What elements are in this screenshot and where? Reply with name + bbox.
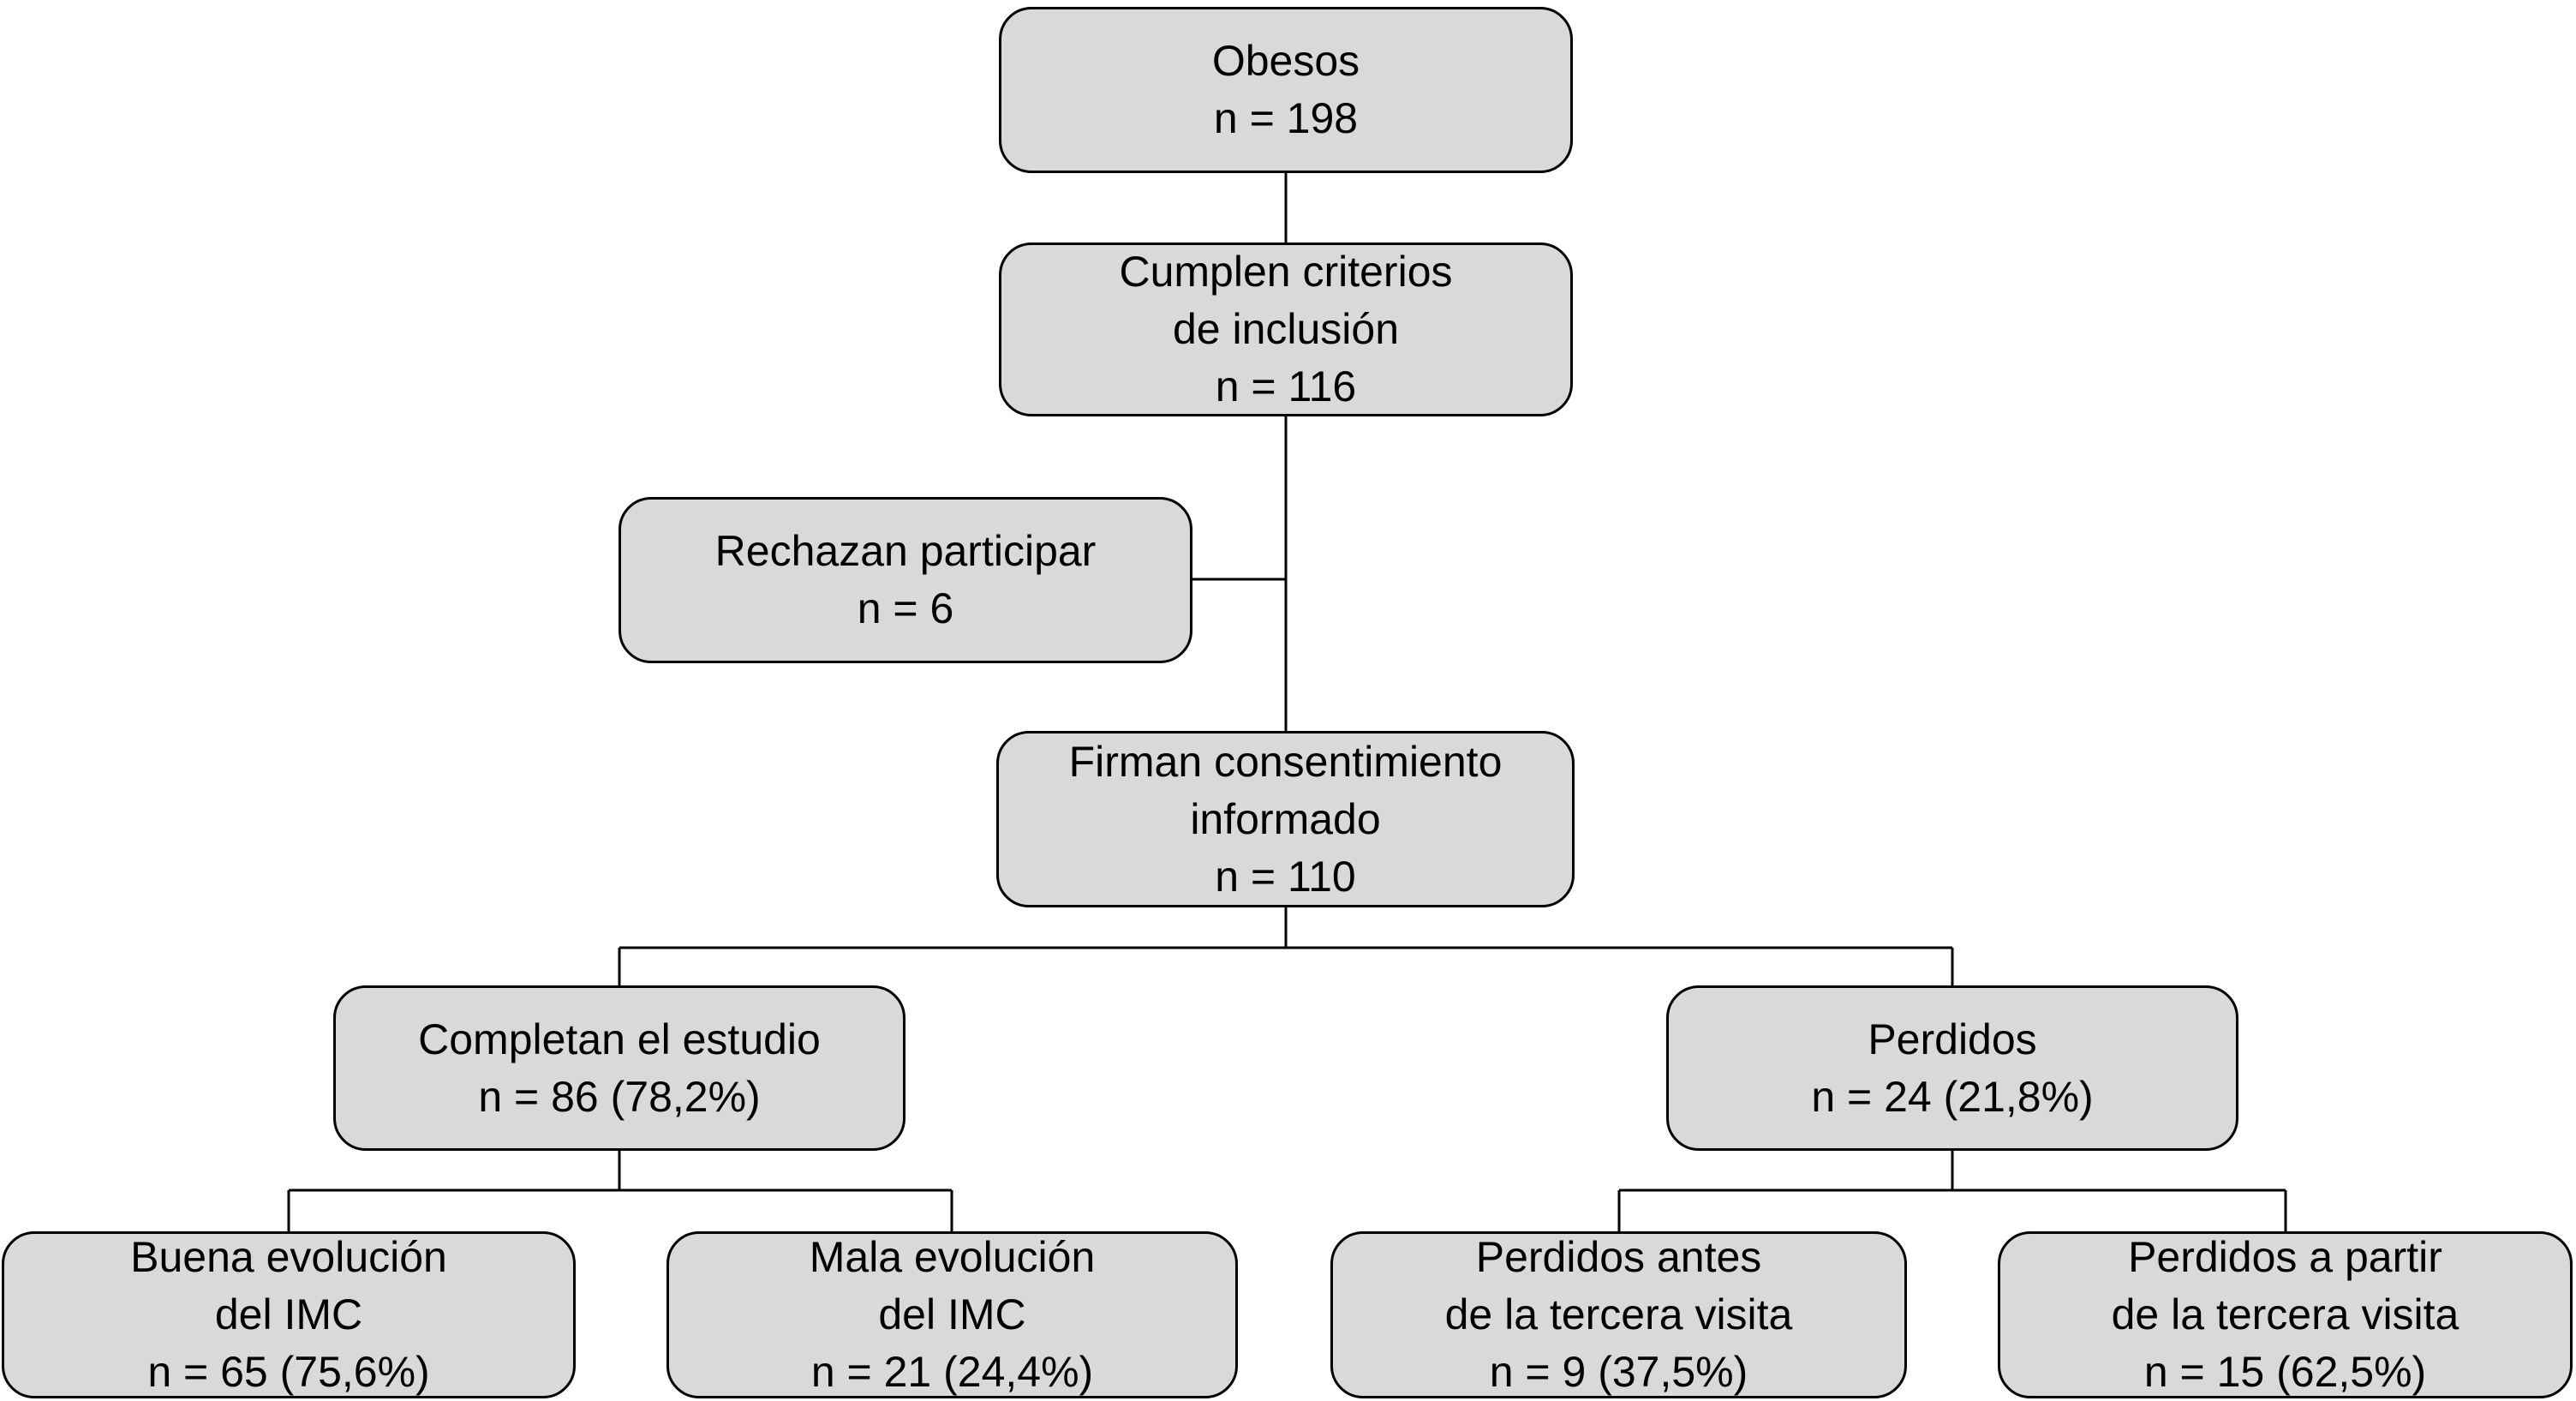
perdidos-count: n = 24 (21,8%) xyxy=(1811,1072,2094,1121)
box-mala-evolucion: Mala evolución del IMC n = 21 (24,4%) xyxy=(666,1231,1238,1398)
cumplen-count: n = 116 xyxy=(1215,362,1357,410)
buena-label-line2: del IMC xyxy=(214,1290,363,1338)
perdidos-partir-label-line2: de la tercera visita xyxy=(2111,1290,2459,1338)
perdidos-antes-label-line2: de la tercera visita xyxy=(1444,1290,1793,1338)
mala-label-line2: del IMC xyxy=(878,1290,1026,1338)
perdidos-partir-label-line1: Perdidos a partir xyxy=(2128,1233,2442,1281)
box-rechazan-participar: Rechazan participar n = 6 xyxy=(619,497,1192,663)
completan-label: Completan el estudio xyxy=(418,1015,821,1063)
firman-count: n = 110 xyxy=(1215,852,1356,901)
box-perdidos-antes: Perdidos antes de la tercera visita n = … xyxy=(1330,1231,1907,1398)
buena-label-line1: Buena evolución xyxy=(130,1233,447,1281)
mala-count: n = 21 (24,4%) xyxy=(810,1348,1094,1396)
box-obesos: Obesos n = 198 xyxy=(999,7,1573,173)
mala-label-line1: Mala evolución xyxy=(809,1233,1096,1281)
box-perdidos-a-partir: Perdidos a partir de la tercera visita n… xyxy=(1998,1231,2573,1398)
box-completan-estudio: Completan el estudio n = 86 (78,2%) xyxy=(333,985,905,1151)
buena-count: n = 65 (75,6%) xyxy=(147,1348,430,1396)
rechazan-count: n = 6 xyxy=(857,584,954,632)
obesos-label: Obesos xyxy=(1211,37,1360,85)
firman-label-line2: informado xyxy=(1190,794,1381,843)
perdidos-antes-count: n = 9 (37,5%) xyxy=(1489,1348,1748,1396)
firman-label-line1: Firman consentimiento xyxy=(1068,737,1503,786)
perdidos-label: Perdidos xyxy=(1868,1015,2037,1063)
perdidos-partir-count: n = 15 (62,5%) xyxy=(2143,1348,2427,1396)
perdidos-antes-label-line1: Perdidos antes xyxy=(1475,1233,1762,1281)
obesos-count: n = 198 xyxy=(1213,94,1359,142)
box-firman-consentimiento: Firman consentimiento informado n = 110 xyxy=(996,731,1575,907)
box-buena-evolucion: Buena evolución del IMC n = 65 (75,6%) xyxy=(2,1231,576,1398)
cumplen-label-line1: Cumplen criterios xyxy=(1119,248,1453,296)
box-cumplen-criterios: Cumplen criterios de inclusión n = 116 xyxy=(999,242,1573,416)
box-perdidos: Perdidos n = 24 (21,8%) xyxy=(1666,985,2238,1151)
completan-count: n = 86 (78,2%) xyxy=(478,1072,761,1121)
cumplen-label-line2: de inclusión xyxy=(1172,305,1400,353)
rechazan-label: Rechazan participar xyxy=(714,527,1097,575)
